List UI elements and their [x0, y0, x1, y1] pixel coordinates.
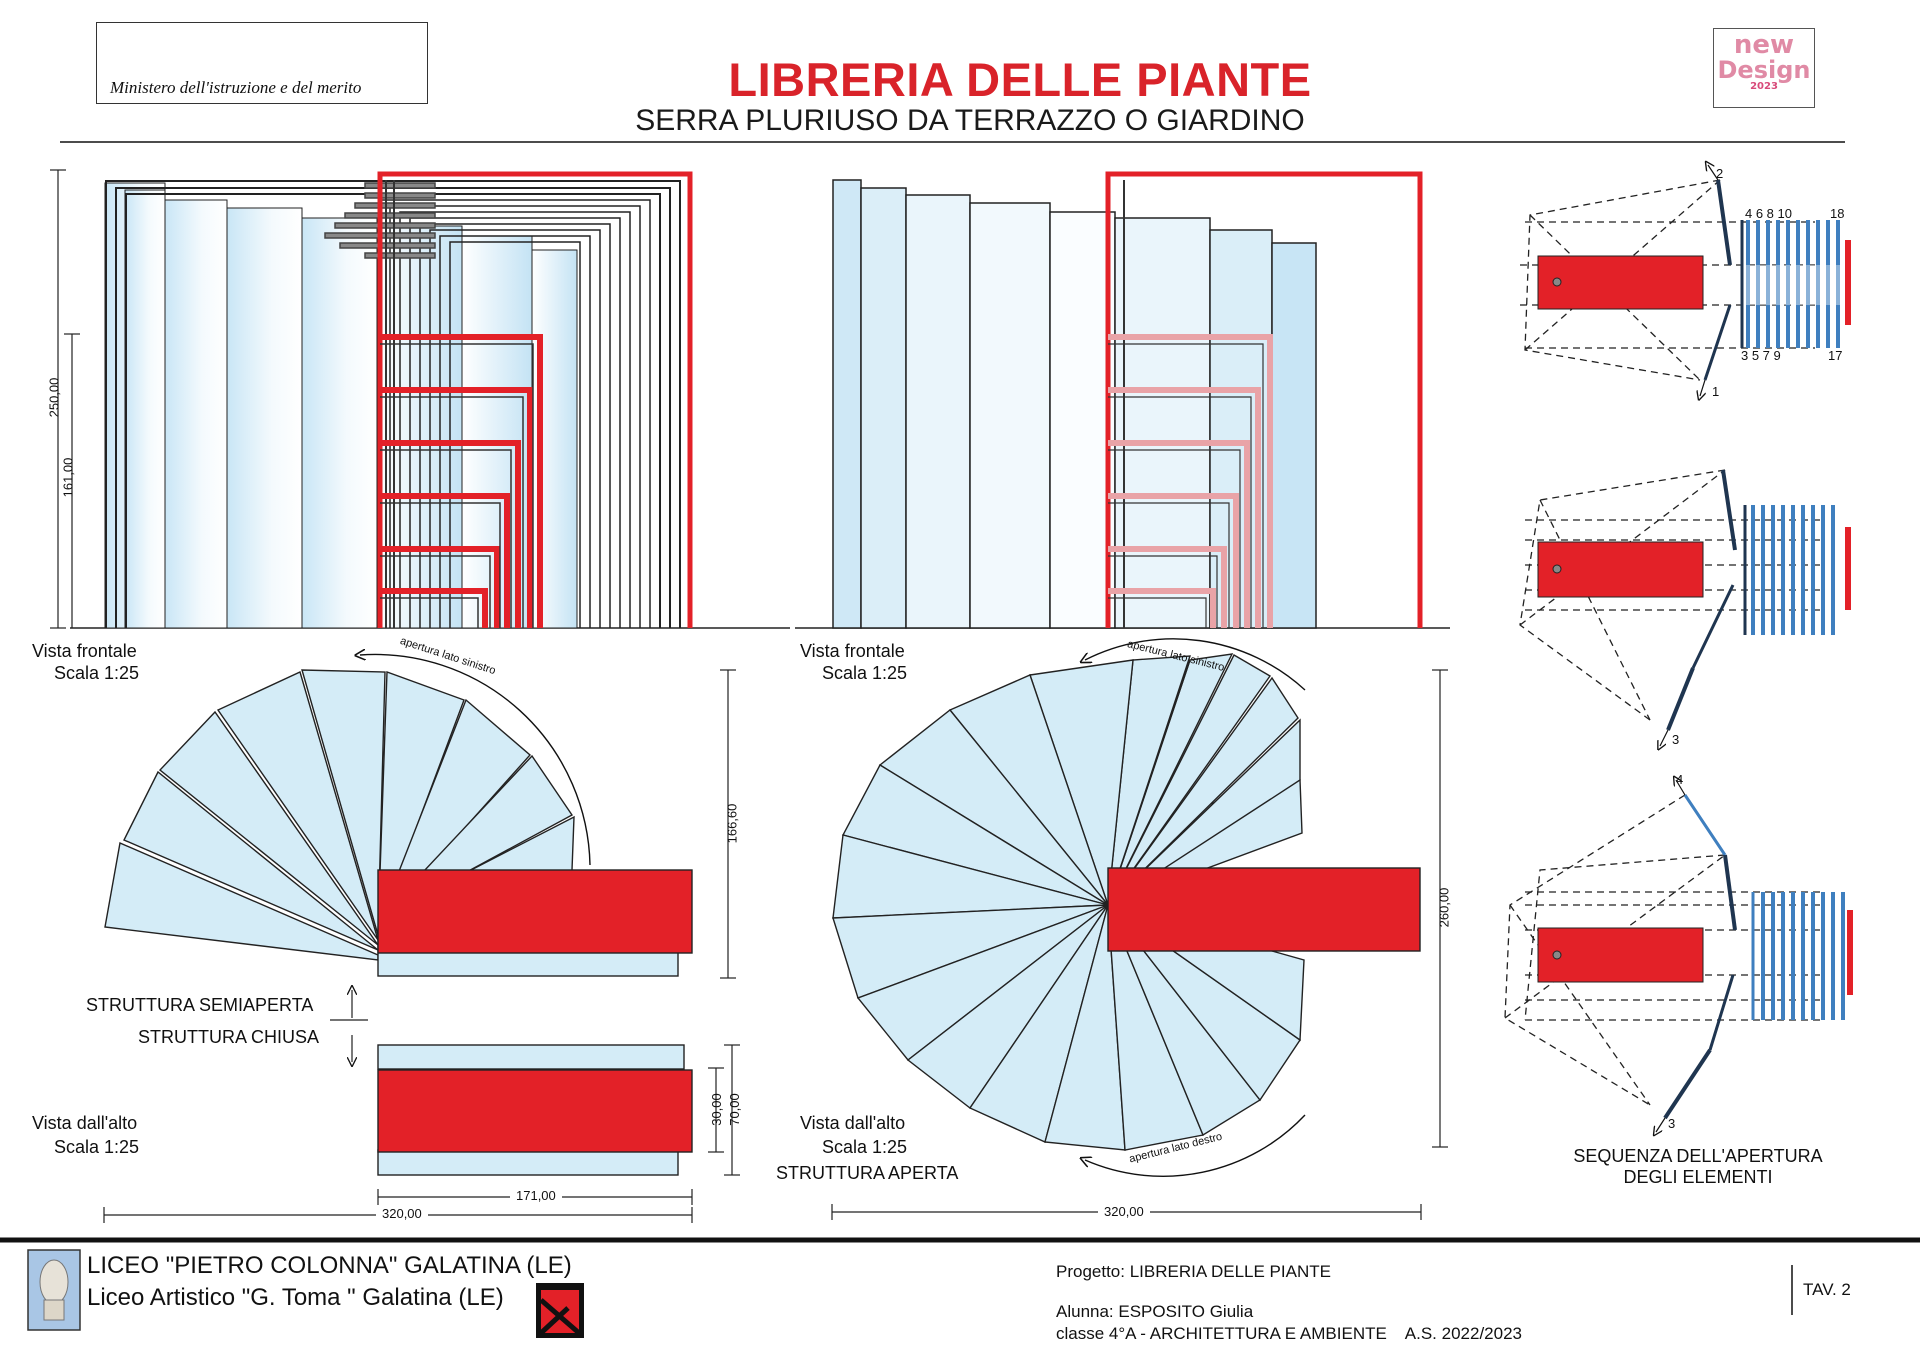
dim-171: 171,00	[510, 1188, 562, 1203]
dim-320-middle: 320,00	[1098, 1204, 1150, 1219]
label-semiopen: STRUTTURA SEMIAPERTA	[86, 995, 314, 1015]
label-open: STRUTTURA APERTA	[776, 1163, 959, 1183]
dim-320-left: 320,00	[376, 1206, 428, 1221]
dim-plan-height: 166,60	[724, 803, 740, 844]
middle-plan-open	[832, 638, 1421, 1178]
dim-shelf-height: 161,00	[60, 457, 76, 498]
table-number: TAV. 2	[1803, 1280, 1851, 1299]
project-name: Progetto: LIBRERIA DELLE PIANTE	[1056, 1262, 1331, 1281]
sequence-title-2: DEGLI ELEMENTI	[1623, 1167, 1773, 1187]
left-plan-semiopen	[104, 654, 693, 977]
logo-line1: new	[1733, 30, 1795, 60]
middle-front-view	[795, 171, 1450, 629]
dim-total-height: 250,00	[46, 377, 62, 418]
page-subtitle: SERRA PLURIUSO DA TERRAZZO O GIARDINO	[635, 104, 1305, 137]
class-info: classe 4°A - ARCHITETTURA E AMBIENTE A.S…	[1056, 1324, 1522, 1343]
seq-n4: 4	[1676, 772, 1684, 787]
arts-school-logo	[536, 1283, 584, 1338]
left-plan-closed	[377, 1044, 693, 1176]
left-top-label: Vista dall'alto	[32, 1113, 138, 1133]
left-front-label: Vista frontale	[32, 641, 137, 661]
seq-n2: 2	[1716, 166, 1724, 181]
school-badge	[27, 1249, 81, 1331]
sequence-diagram-2	[1519, 469, 1851, 746]
ministry-logo-box	[96, 22, 428, 104]
left-front-scale: Scala 1:25	[54, 663, 140, 683]
seq-top-18: 18	[1830, 206, 1845, 221]
sequence-title-1: SEQUENZA DELL'APERTURA	[1573, 1146, 1823, 1166]
seq-bottom-17: 17	[1828, 348, 1843, 363]
school-name-2: Liceo Artistico "G. Toma " Galatina (LE)	[87, 1284, 504, 1311]
left-height-dimensions	[50, 169, 80, 629]
ministry-name: Ministero dell'istruzione e del merito	[110, 78, 362, 97]
dim-70: 70,00	[726, 1093, 742, 1126]
student-name: Alunna: ESPOSITO Giulia	[1056, 1302, 1254, 1321]
logo-year: 2023	[1750, 81, 1778, 92]
dim-260: 260,00	[1436, 887, 1452, 928]
seq-bottom-numbers: 3 5 7 9	[1741, 348, 1781, 363]
school-name-1: LICEO "PIETRO COLONNA" GALATINA (LE)	[87, 1252, 572, 1279]
new-design-logo: new Design 2023	[1713, 28, 1815, 108]
middle-front-scale: Scala 1:25	[822, 663, 908, 683]
seq-n3a: 3	[1672, 732, 1680, 747]
sequence-diagram-1	[1520, 165, 1851, 396]
sequence-diagram-3	[1504, 780, 1853, 1132]
page-title: LIBRERIA DELLE PIANTE	[728, 53, 1312, 106]
middle-top-label: Vista dall'alto	[800, 1113, 906, 1133]
middle-top-scale: Scala 1:25	[822, 1137, 908, 1157]
seq-n1: 1	[1712, 384, 1720, 399]
dim-30: 30,00	[708, 1093, 724, 1126]
left-front-view	[70, 171, 790, 629]
seq-top-numbers: 4 6 8 10	[1745, 206, 1792, 221]
logo-line2: Design	[1717, 56, 1811, 84]
left-top-scale: Scala 1:25	[54, 1137, 140, 1157]
middle-front-label: Vista frontale	[800, 641, 905, 661]
seq-n3b: 3	[1668, 1116, 1676, 1131]
label-closed: STRUTTURA CHIUSA	[138, 1027, 320, 1047]
